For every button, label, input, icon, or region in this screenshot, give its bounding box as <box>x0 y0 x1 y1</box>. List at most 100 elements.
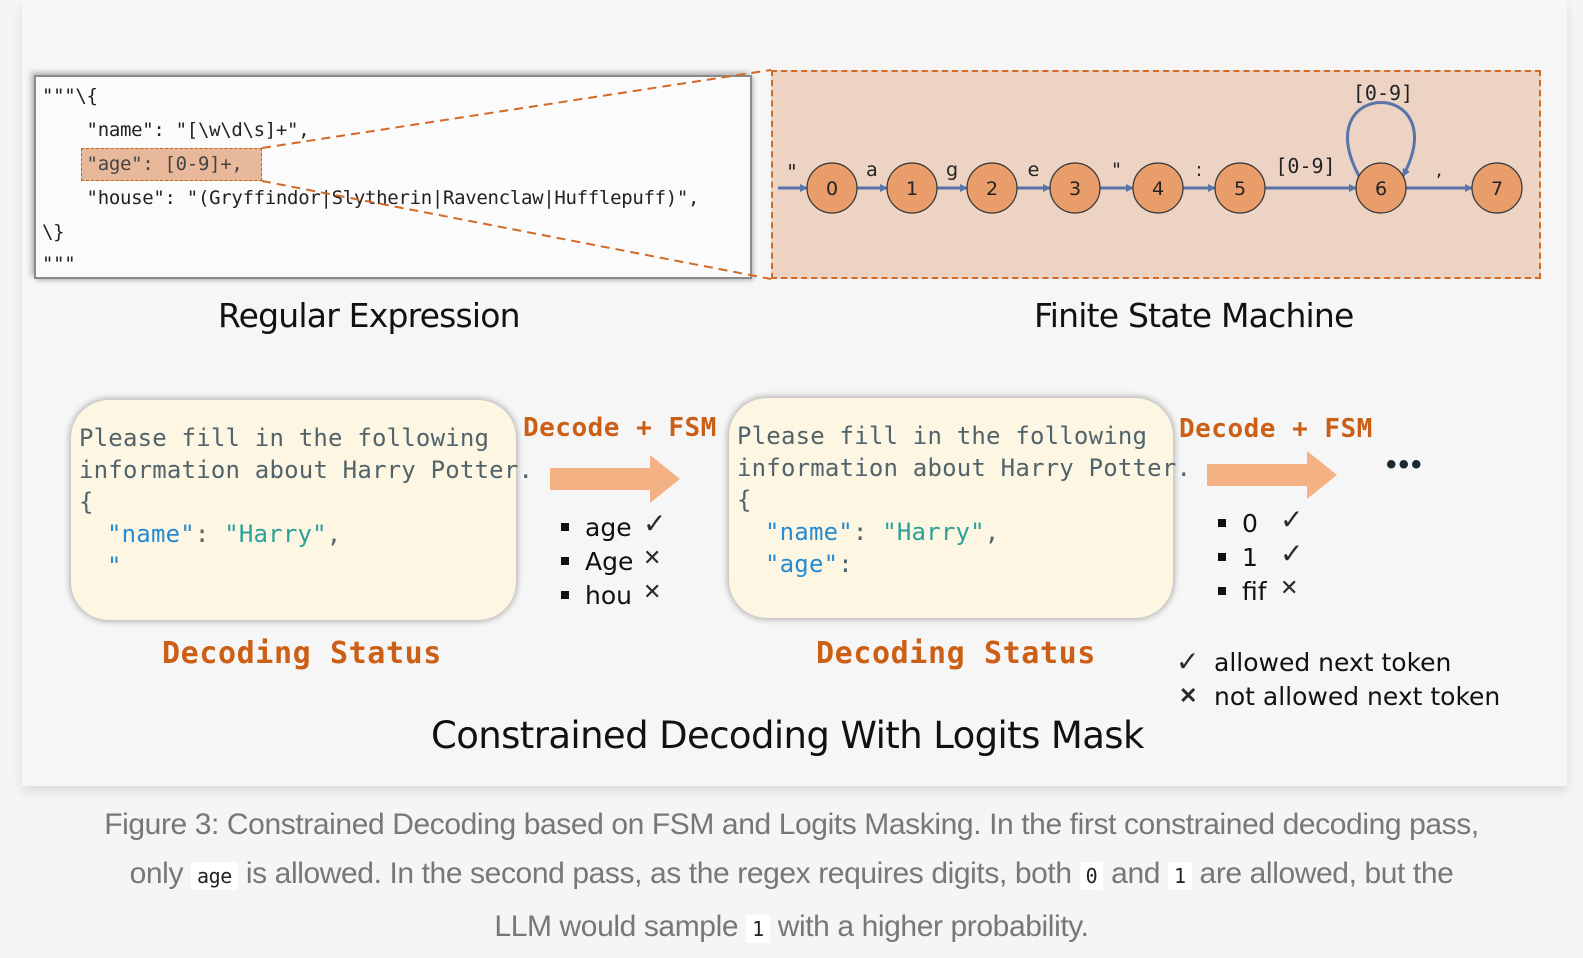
start-label: " <box>787 160 796 184</box>
cross-icon: ✕ <box>643 546 662 571</box>
cross-icon: ✕ <box>1179 683 1198 708</box>
transition-label: e <box>1028 159 1040 181</box>
decode-fsm-label-1: Decode + FSM <box>523 413 717 443</box>
zoom-line-bottom <box>261 180 772 280</box>
caption-line-2: only age is allowed. In the second pass,… <box>0 857 1583 891</box>
token-item: 0✓ <box>1218 503 1303 538</box>
caption-text: are allowed, but the <box>1199 857 1454 890</box>
fsm-state-label: 2 <box>986 178 998 200</box>
check-icon: ✓ <box>1280 537 1304 570</box>
decode-arrow-2 <box>1207 451 1337 499</box>
caption-text: LLM would sample <box>494 910 739 943</box>
self-loop-arrow <box>1345 101 1417 177</box>
transition-label: [0-9] <box>1275 154 1335 178</box>
token-item: fif ✕ <box>1218 576 1298 606</box>
fsm-state-node <box>806 162 858 214</box>
name-line: "name": "Harry", <box>765 518 999 546</box>
prompt-line: information about Harry Potter. <box>79 456 534 484</box>
inline-code: 1 <box>1167 862 1192 890</box>
caption-line-3: LLM would sample 1 with a higher probabi… <box>0 910 1583 944</box>
fsm-state-node <box>1132 162 1184 214</box>
prompt-line: Please fill in the following <box>79 424 490 452</box>
fsm-state-label: 6 <box>1375 178 1387 200</box>
decoding-status-box-2: Please fill in the following information… <box>729 398 1191 618</box>
bullet-icon <box>1218 519 1226 527</box>
colon: : <box>838 550 853 578</box>
regex-title: Regular Expression <box>218 296 521 335</box>
caption-text: is allowed. In the second pass, as the r… <box>245 857 1072 890</box>
prompt-line: Please fill in the following <box>737 422 1148 450</box>
regex-line: """ <box>42 253 76 275</box>
name-key: "name" <box>107 520 195 548</box>
decoding-status-box-1: Please fill in the following information… <box>71 400 533 620</box>
open-brace: { <box>79 488 94 516</box>
transition-label: a <box>866 159 878 181</box>
token-text: fif <box>1242 577 1267 606</box>
main-title: Constrained Decoding With Logits Mask <box>431 714 1144 757</box>
check-icon: ✓ <box>1280 503 1304 536</box>
bullet-icon <box>561 557 569 565</box>
legend-allowed: allowed next token <box>1214 648 1452 677</box>
token-text: Age <box>585 547 634 576</box>
transition-label: g <box>946 159 958 181</box>
legend-not-allowed: not allowed next token <box>1214 682 1501 711</box>
name-key: "name" <box>765 518 853 546</box>
prompt-line: information about Harry Potter. <box>737 454 1192 482</box>
comma: , <box>984 518 1000 546</box>
regex-line: "age": [0-9]+, <box>42 153 243 175</box>
fsm-state-node <box>1355 162 1407 214</box>
colon: : <box>194 520 225 548</box>
caption-text: with a higher probability. <box>777 910 1089 943</box>
inline-code: age <box>190 862 238 890</box>
decode-fsm-label-2: Decode + FSM <box>1179 414 1373 444</box>
fsm-state-label: 3 <box>1069 178 1081 200</box>
fsm-state-label: 7 <box>1491 178 1503 200</box>
fsm-state-label: 0 <box>826 178 838 200</box>
name-value: "Harry" <box>882 518 985 546</box>
fsm-state-node <box>1214 162 1266 214</box>
age-regex-highlight <box>81 148 262 181</box>
cross-icon: ✕ <box>643 580 662 605</box>
fsm-state-label: 1 <box>906 178 918 200</box>
regex-line: "name": "[\w\d\s]+", <box>42 119 310 141</box>
bullet-icon <box>1218 553 1226 561</box>
regex-line: \} <box>42 221 65 243</box>
bullet-icon <box>561 591 569 599</box>
decode-arrow-1 <box>550 455 680 503</box>
transition-label: , <box>1436 159 1442 181</box>
fsm-state-node <box>1049 162 1101 214</box>
zoom-line-top <box>261 69 772 149</box>
fsm-state-node <box>966 162 1018 214</box>
partial-token: " <box>107 552 122 580</box>
comma: , <box>326 520 342 548</box>
fsm-state-label: 4 <box>1152 178 1164 200</box>
caption-line-1: Figure 3: Constrained Decoding based on … <box>104 808 1479 841</box>
inline-code: 1 <box>746 915 770 943</box>
token-text: age <box>585 513 632 542</box>
cross-icon: ✕ <box>1280 576 1299 601</box>
token-text: 0 <box>1242 509 1258 538</box>
caption-text: and <box>1111 857 1161 890</box>
age-key: "age" <box>765 550 839 578</box>
bullet-icon <box>561 523 569 531</box>
fsm-title: Finite State Machine <box>1034 296 1354 335</box>
inline-code: 0 <box>1079 862 1104 890</box>
token-item: 1✓ <box>1218 537 1303 572</box>
token-item: hou ✕ <box>561 580 661 610</box>
token-item: Age ✕ <box>561 546 661 576</box>
check-icon: ✓ <box>643 507 667 540</box>
age-line: "age": <box>765 550 853 578</box>
decoding-status-label-1: Decoding Status <box>162 636 442 671</box>
decoding-status-label-2: Decoding Status <box>816 636 1096 671</box>
fsm-state-node <box>1471 162 1523 214</box>
regex-code: """\{ "name": "[\w\d\s]+", "age": [0-9]+… <box>34 75 752 279</box>
check-icon: ✓ <box>1176 646 1200 677</box>
fsm-state-node <box>886 162 938 214</box>
name-value: "Harry" <box>224 520 327 548</box>
caption-text: only <box>129 857 184 890</box>
token-item: age ✓ <box>561 507 666 542</box>
name-line: "name": "Harry", <box>107 520 341 548</box>
token-text: hou <box>585 581 632 610</box>
colon: : <box>852 518 883 546</box>
